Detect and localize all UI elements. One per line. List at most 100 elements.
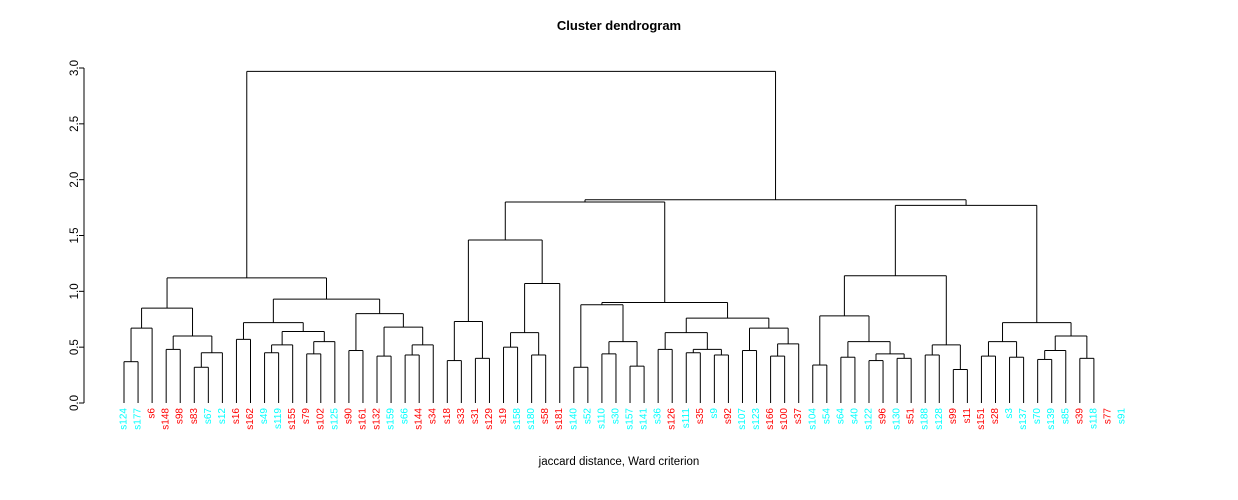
- dendrogram-link: [894, 204, 1038, 323]
- dendrogram-link: [166, 277, 327, 309]
- y-axis-tick-label: 2.0: [69, 172, 81, 188]
- leaf-label: s30: [610, 408, 621, 425]
- leaf-label: s188: [920, 408, 931, 430]
- dendrogram-link: [629, 365, 645, 403]
- x-axis-label: jaccard distance, Ward criterion: [538, 456, 700, 468]
- leaf-label: s141: [639, 408, 650, 430]
- y-axis-tick-label: 0.5: [69, 339, 81, 355]
- leaf-label: s90: [343, 408, 354, 425]
- dendrogram-link: [980, 355, 996, 403]
- dendrogram-link: [404, 354, 420, 403]
- leaf-label: s83: [189, 408, 200, 425]
- dendrogram-link: [875, 353, 905, 361]
- leaf-label: s100: [779, 408, 790, 430]
- leaf-label: s39: [1074, 408, 1085, 425]
- leaf-label: s126: [667, 408, 678, 430]
- dendrogram-link: [123, 361, 139, 403]
- dendrogram-link: [531, 354, 547, 403]
- dendrogram-link: [264, 352, 280, 403]
- dendrogram-link: [272, 298, 381, 323]
- leaf-label: s139: [1046, 408, 1057, 430]
- dendrogram-link: [657, 348, 673, 403]
- leaf-label: s85: [1060, 408, 1071, 425]
- leaf-label: s64: [835, 408, 846, 425]
- dendrogram-link: [685, 352, 701, 403]
- leaf-label: s66: [400, 408, 411, 425]
- dendrogram-link: [1009, 356, 1025, 403]
- leaf-label: s177: [133, 408, 144, 430]
- dendrogram-link: [952, 369, 968, 403]
- leaf-label: s9: [709, 408, 720, 419]
- leaf-label: s137: [1018, 408, 1029, 430]
- dendrogram-link: [355, 313, 404, 351]
- dendrogram-link: [467, 239, 543, 322]
- dendrogram-link: [777, 343, 800, 403]
- leaf-label: s12: [217, 408, 228, 425]
- dendrogram-link: [246, 70, 777, 278]
- dendrogram-link: [446, 360, 462, 403]
- dendrogram-link: [242, 322, 304, 340]
- dendrogram-links: [123, 70, 1095, 403]
- page-title: Cluster dendrogram: [556, 18, 682, 33]
- dendrogram-link: [474, 357, 490, 403]
- leaf-label: s125: [329, 408, 340, 430]
- dendrogram-link: [685, 317, 770, 333]
- leaf-label: s67: [203, 408, 214, 425]
- dendrogram-link: [868, 360, 884, 403]
- leaf-label: s16: [231, 408, 242, 425]
- leaf-label: s132: [372, 408, 383, 430]
- dendrogram-link: [749, 327, 789, 351]
- leaf-label: s79: [301, 408, 312, 425]
- leaf-label: s161: [357, 408, 368, 430]
- dendrogram-link: [503, 346, 519, 403]
- leaf-label: s33: [456, 408, 467, 425]
- leaf-label: s19: [498, 408, 509, 425]
- leaf-label: s110: [596, 408, 607, 429]
- dendrogram-link: [193, 366, 209, 403]
- dendrogram-link: [411, 344, 434, 403]
- dendrogram-link: [713, 354, 729, 403]
- leaf-label: s162: [245, 408, 256, 430]
- dendrogram-link: [1037, 358, 1053, 403]
- leaf-label: s99: [948, 408, 959, 425]
- leaf-label: s104: [807, 408, 818, 430]
- dendrogram-link: [130, 327, 153, 403]
- leaf-label: s36: [653, 408, 664, 425]
- dendrogram-link: [141, 307, 194, 336]
- leaf-label: s37: [793, 408, 804, 425]
- leaf-label: s111: [681, 408, 692, 429]
- leaf-label: s124: [119, 408, 130, 430]
- dendrogram-link: [573, 366, 589, 403]
- leaf-label: s157: [625, 408, 636, 430]
- dendrogram-link: [1044, 350, 1067, 403]
- dendrogram-link: [281, 331, 325, 345]
- leaf-label: s31: [470, 408, 481, 425]
- y-axis-tick-label: 3.0: [69, 60, 81, 76]
- dendrogram-link: [847, 341, 891, 358]
- dendrogram-link: [812, 364, 828, 403]
- dendrogram-link: [524, 283, 561, 403]
- leaf-label: s51: [906, 408, 917, 425]
- dendrogram-link: [924, 354, 940, 403]
- leaf-label: s130: [892, 408, 903, 430]
- y-axis: 0.00.51.01.52.02.53.0: [69, 60, 85, 411]
- leaf-label: s122: [863, 408, 874, 430]
- leaf-label: s58: [540, 408, 551, 425]
- dendrogram-link: [165, 348, 181, 403]
- leaf-label: s98: [175, 408, 186, 425]
- leaf-label: s129: [484, 408, 495, 430]
- dendrogram-link: [1002, 322, 1072, 342]
- dendrogram-link: [692, 348, 722, 355]
- leaf-label: s140: [568, 408, 579, 430]
- dendrogram-link: [348, 350, 364, 403]
- y-axis-tick-label: 2.5: [69, 116, 81, 132]
- dendrogram-link: [1054, 335, 1088, 359]
- leaf-label: s128: [934, 408, 945, 430]
- dendrogram-link: [664, 332, 708, 350]
- dendrogram-link: [504, 201, 666, 303]
- dendrogram-link: [306, 353, 322, 403]
- leaf-label: s35: [695, 408, 706, 425]
- leaf-label: s119: [273, 408, 284, 429]
- leaf-label: s91: [1117, 408, 1128, 425]
